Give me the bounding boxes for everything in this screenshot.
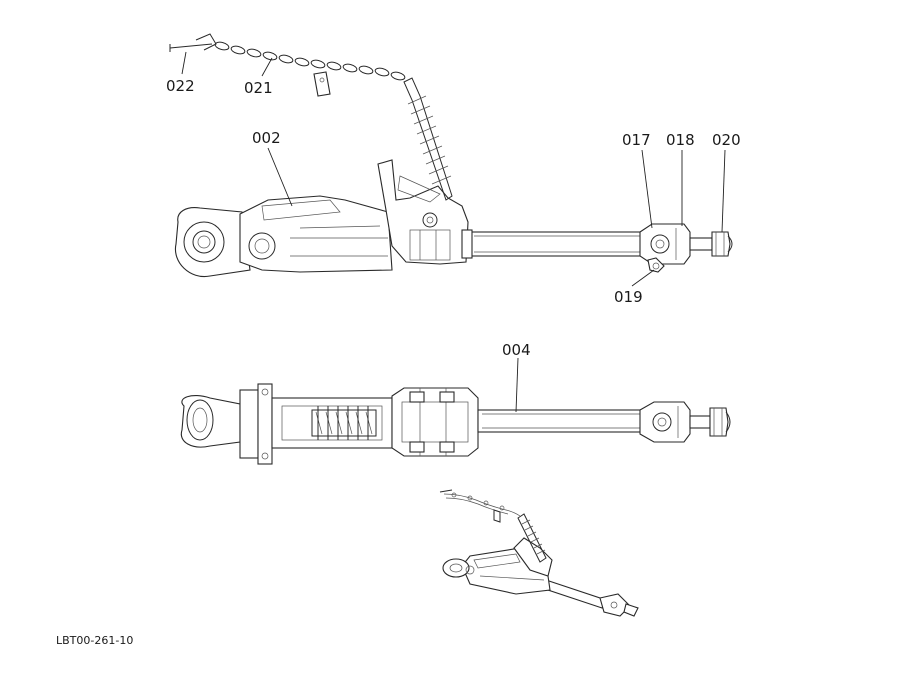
housing-002 bbox=[239, 159, 469, 273]
top-link-assembly bbox=[169, 33, 733, 278]
clevis-end-middle bbox=[639, 401, 691, 443]
callout-020: 020 bbox=[712, 131, 741, 149]
callout-002: 002 bbox=[252, 129, 281, 147]
coupler-block bbox=[391, 387, 479, 457]
nut-middle bbox=[689, 407, 731, 437]
flange bbox=[239, 383, 273, 465]
callout-019: 019 bbox=[614, 288, 643, 306]
rod-upper bbox=[461, 229, 647, 259]
callout-022: 022 bbox=[166, 77, 195, 95]
rod-middle bbox=[477, 409, 647, 433]
eye-end-middle bbox=[180, 395, 241, 448]
callout-004: 004 bbox=[502, 341, 531, 359]
spring bbox=[403, 77, 453, 201]
top-link-section bbox=[180, 383, 731, 465]
leaders-top bbox=[181, 51, 726, 287]
cylinder-body bbox=[271, 397, 393, 449]
nut-020 bbox=[689, 231, 733, 257]
callout-018: 018 bbox=[666, 131, 695, 149]
callout-021: 021 bbox=[244, 79, 273, 97]
isometric-view bbox=[439, 489, 639, 617]
chain-021 bbox=[214, 41, 406, 97]
pin-022 bbox=[169, 33, 217, 52]
callout-labels: 022 021 002 017 018 020 019 004 LBT00-26… bbox=[56, 77, 741, 647]
eye-end-upper bbox=[174, 207, 251, 278]
callout-017: 017 bbox=[622, 131, 651, 149]
clevis-end-upper bbox=[639, 223, 691, 273]
leader-004 bbox=[515, 357, 519, 413]
reference-code: LBT00-261-10 bbox=[56, 634, 133, 647]
